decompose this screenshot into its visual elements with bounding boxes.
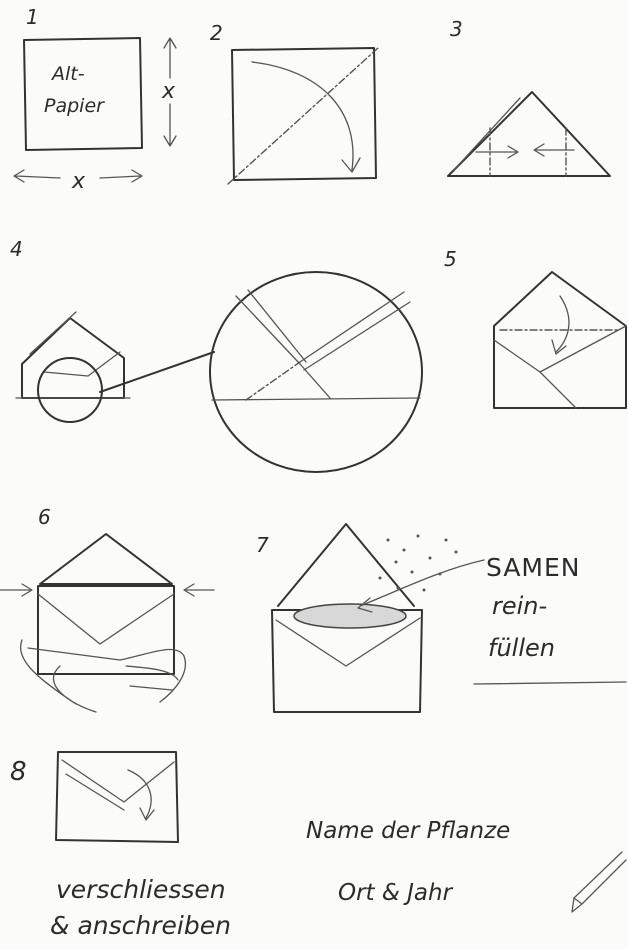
fold-arrow-left <box>534 144 574 156</box>
envelope-opening <box>294 604 406 628</box>
step-number: 1 <box>26 5 39 29</box>
folded-triangle <box>448 92 610 176</box>
step-number: 4 <box>10 237 23 261</box>
detail-connector <box>100 352 214 392</box>
step-6: 6 <box>0 505 214 712</box>
seed-note: füllen <box>488 634 555 662</box>
dimension-label: x <box>161 79 176 104</box>
step-number: 7 <box>256 533 269 557</box>
paper-inner-lines <box>16 312 130 398</box>
step-caption: & anschreiben <box>50 911 231 940</box>
step-number: 5 <box>444 247 457 271</box>
dimension-label: x <box>71 169 86 194</box>
step-3: 3 <box>448 17 610 176</box>
envelope-inner-line <box>38 594 174 644</box>
step-number: 3 <box>450 17 463 41</box>
push-arrow-right <box>184 584 214 596</box>
label-place-year: Ort & Jahr <box>338 880 454 906</box>
fold-arrow-down <box>552 296 569 354</box>
step-5: 5 <box>444 247 626 408</box>
hand-outline <box>21 640 186 712</box>
envelope-flap <box>40 534 172 584</box>
seed-note: rein- <box>492 592 547 620</box>
pencil-icon <box>572 852 626 912</box>
envelope-flap <box>278 524 414 606</box>
paper-square <box>24 38 142 150</box>
seed-dots <box>379 535 458 592</box>
step-1: 1 Alt- Papier x x <box>14 5 176 194</box>
step-number: 6 <box>38 505 51 529</box>
fold-arrow-right <box>476 146 518 158</box>
step-8: 8 verschliessen & anschreiben <box>10 752 231 940</box>
envelope-label-notes: Name der Pflanze Ort & Jahr <box>306 818 626 912</box>
envelope-body <box>38 586 174 674</box>
envelope-flap-closed <box>62 760 174 810</box>
seed-note: SAMEN <box>486 553 581 582</box>
step-2: 2 <box>210 21 378 184</box>
paper-label: Alt- <box>50 63 85 85</box>
diagonal-fold-line <box>228 48 378 184</box>
paper-label: Papier <box>44 95 105 117</box>
note-underline <box>474 682 626 684</box>
step-number: 8 <box>10 757 27 787</box>
annotation-arrow <box>358 560 484 612</box>
step-number: 2 <box>210 21 223 45</box>
step-7: 7 SAMEN rein- füllen <box>256 524 626 712</box>
step-caption: verschliessen <box>56 875 226 904</box>
push-arrow-left <box>0 584 32 596</box>
detail-fold-lines <box>212 290 420 400</box>
label-plant-name: Name der Pflanze <box>306 818 510 844</box>
step-4: 4 <box>10 237 422 472</box>
folded-triangle-edge <box>454 98 520 170</box>
detail-circle-small <box>38 358 102 422</box>
envelope-inner-line <box>494 326 626 408</box>
detail-fold-dash <box>246 362 300 400</box>
envelope-body <box>494 272 626 408</box>
